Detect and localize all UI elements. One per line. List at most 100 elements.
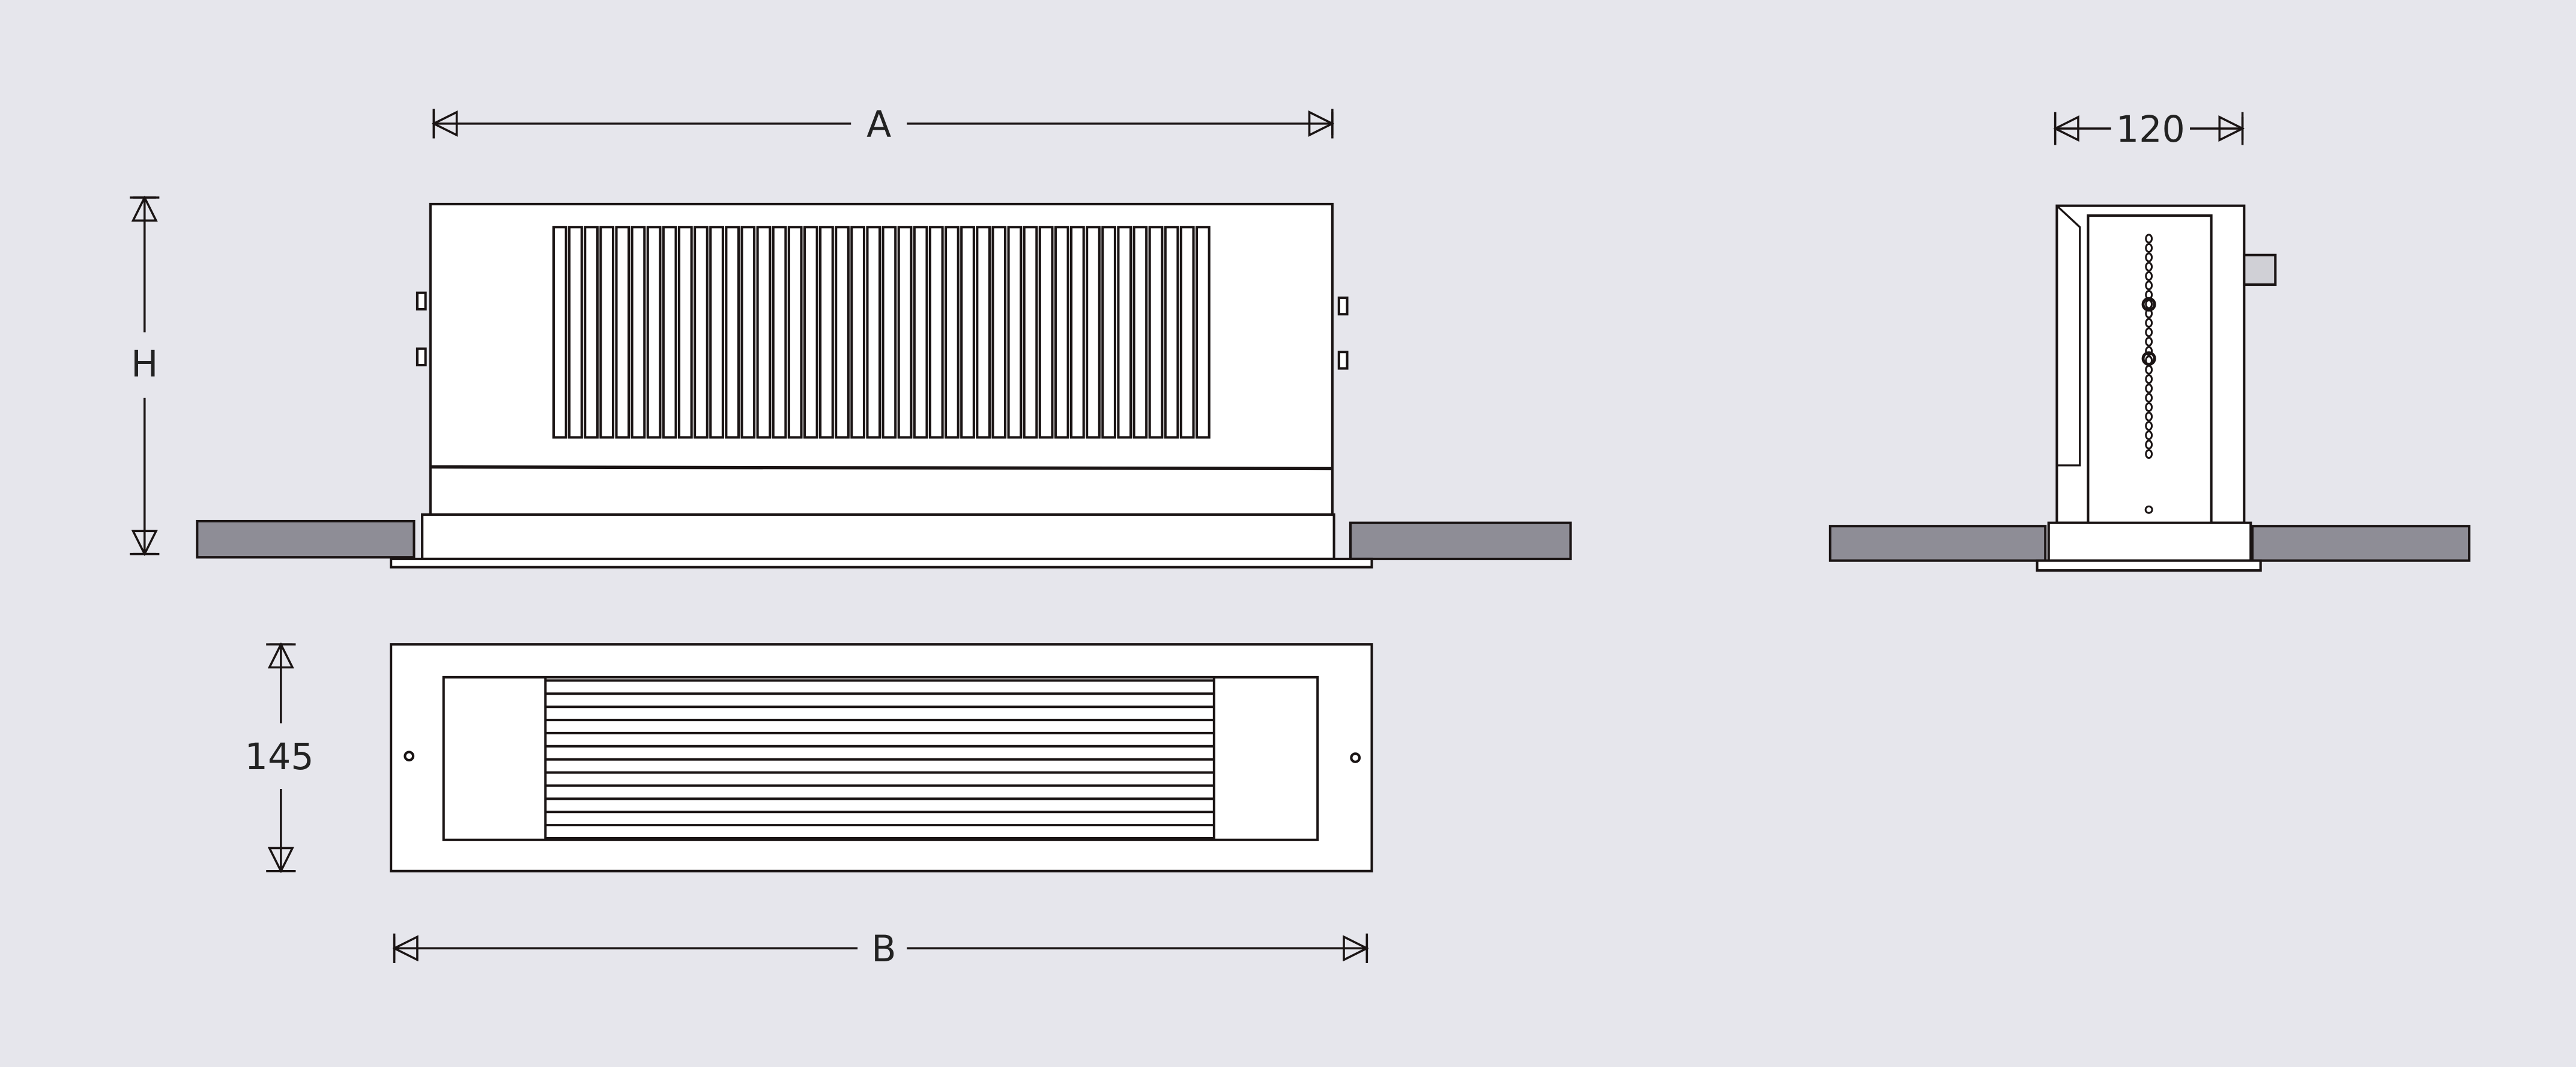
fin bbox=[1038, 226, 1054, 439]
side-tab bbox=[416, 347, 427, 367]
dimension-120-label: 120 bbox=[2116, 109, 2185, 151]
fin bbox=[835, 226, 850, 439]
fin bbox=[803, 226, 818, 439]
fin bbox=[1101, 226, 1116, 439]
dimension-145-label: 145 bbox=[245, 736, 314, 778]
chain-dot bbox=[2145, 243, 2153, 253]
chain-dot bbox=[2145, 299, 2153, 309]
fin bbox=[1069, 226, 1085, 439]
fin bbox=[1148, 226, 1164, 439]
fin bbox=[913, 226, 928, 439]
fin bbox=[694, 226, 709, 439]
chain-dot bbox=[2145, 430, 2153, 440]
dimension-h-label: H bbox=[131, 343, 158, 385]
fin bbox=[709, 226, 724, 439]
fin bbox=[866, 226, 881, 439]
fin bbox=[850, 226, 866, 439]
dimension-145 bbox=[266, 644, 296, 871]
grille-slats bbox=[545, 679, 1214, 840]
chain-dot bbox=[2145, 327, 2153, 337]
fin bbox=[1195, 226, 1211, 439]
chain-dot bbox=[2145, 374, 2153, 384]
dimension-h bbox=[130, 198, 160, 554]
fin bbox=[756, 226, 772, 439]
fin bbox=[928, 226, 944, 439]
side-view bbox=[1828, 204, 2471, 572]
dimension-b bbox=[395, 933, 1367, 963]
fin bbox=[1054, 226, 1069, 439]
ceiling-slab-right bbox=[2251, 525, 2471, 562]
chain-dot bbox=[2145, 234, 2153, 244]
side-tab bbox=[1337, 351, 1349, 370]
fin bbox=[599, 226, 615, 439]
fin bbox=[897, 226, 913, 439]
fin bbox=[1164, 226, 1179, 439]
fin bbox=[991, 226, 1007, 439]
chain-dot bbox=[2145, 271, 2153, 281]
chain-dot bbox=[2145, 421, 2153, 431]
chain-dot bbox=[2145, 336, 2153, 347]
fin bbox=[584, 226, 599, 439]
chain-dot bbox=[2145, 280, 2153, 291]
side-tab bbox=[416, 291, 427, 311]
fin bbox=[945, 226, 960, 439]
chain-knot bbox=[2141, 297, 2156, 312]
fin bbox=[662, 226, 677, 439]
unit-base bbox=[421, 513, 1335, 560]
chain-dot bbox=[2145, 449, 2153, 459]
side-knob bbox=[2243, 253, 2277, 286]
fin bbox=[1086, 226, 1101, 439]
side-base bbox=[2047, 521, 2252, 562]
ceiling-slab-left bbox=[1828, 525, 2047, 562]
chain-dots bbox=[2141, 234, 2156, 459]
chain-dot bbox=[2145, 252, 2153, 262]
dimension-120 bbox=[2055, 112, 2243, 145]
fin bbox=[740, 226, 756, 439]
fin bbox=[646, 226, 662, 439]
side-flange bbox=[2036, 559, 2262, 572]
heat-exchanger-fins bbox=[552, 226, 1211, 439]
chain-dot bbox=[2145, 411, 2153, 422]
fin bbox=[725, 226, 740, 439]
dimension-b-label: B bbox=[871, 928, 896, 970]
fin bbox=[552, 226, 567, 439]
fin bbox=[677, 226, 693, 439]
chain-dot bbox=[2145, 383, 2153, 393]
chain-dot bbox=[2145, 402, 2153, 413]
screw-hole bbox=[1350, 752, 1361, 763]
chain-dot bbox=[2145, 393, 2153, 403]
ceiling-slab-right bbox=[1349, 521, 1572, 560]
chain-dot bbox=[2145, 318, 2153, 328]
fin bbox=[787, 226, 803, 439]
dimension-a bbox=[434, 109, 1332, 139]
grille-flange bbox=[390, 557, 1373, 569]
fin bbox=[976, 226, 991, 439]
side-tab bbox=[1337, 296, 1349, 316]
bottom-hole bbox=[2144, 505, 2153, 514]
dimension-a-label: A bbox=[866, 104, 891, 146]
body-seam bbox=[430, 465, 1332, 471]
fin bbox=[630, 226, 646, 439]
fin bbox=[772, 226, 787, 439]
ceiling-slab-left bbox=[196, 519, 416, 559]
fin bbox=[615, 226, 630, 439]
grille-bottom-view bbox=[390, 643, 1373, 872]
chain-dot bbox=[2145, 364, 2153, 375]
fin bbox=[1179, 226, 1195, 439]
side-inner-panel bbox=[2087, 214, 2213, 526]
chain-knot bbox=[2141, 351, 2156, 366]
fin bbox=[1007, 226, 1023, 439]
fin bbox=[1117, 226, 1132, 439]
fin bbox=[568, 226, 583, 439]
fin bbox=[960, 226, 975, 439]
chain-dot bbox=[2145, 440, 2153, 450]
fin bbox=[1023, 226, 1038, 439]
chain-dot bbox=[2145, 262, 2153, 272]
front-view bbox=[196, 202, 1572, 569]
screw-hole bbox=[404, 751, 415, 762]
fin bbox=[819, 226, 834, 439]
chain-dot bbox=[2145, 346, 2153, 356]
fin bbox=[1132, 226, 1148, 439]
fin bbox=[881, 226, 897, 439]
